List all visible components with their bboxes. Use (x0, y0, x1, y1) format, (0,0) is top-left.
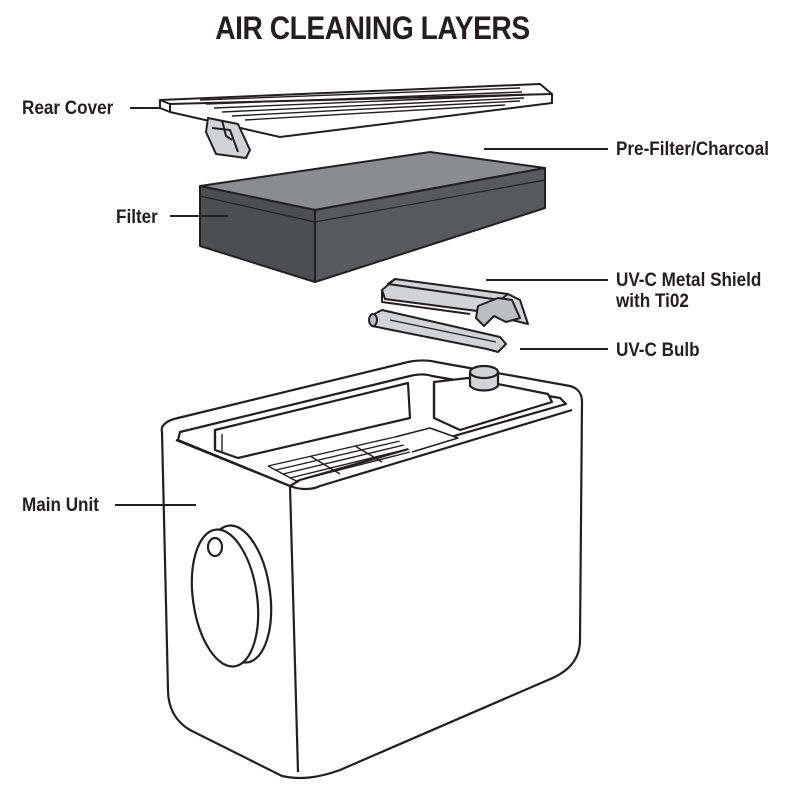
main-unit-part (160, 359, 584, 780)
rear-cover-part (159, 83, 553, 159)
label-main-unit: Main Unit (22, 495, 99, 516)
label-rear-cover: Rear Cover (22, 98, 114, 119)
label-uvc-shield-line2: with Ti02 (616, 291, 689, 312)
filter-part (199, 151, 546, 283)
leader-lines (115, 107, 608, 506)
label-uvc-shield-line1: UV-C Metal Shield (616, 270, 762, 291)
uvc-shield-part (381, 278, 529, 327)
label-uvc-bulb: UV-C Bulb (616, 340, 700, 361)
uvc-bulb-part (368, 309, 507, 353)
diagram-title: AIR CLEANING LAYERS (215, 10, 530, 46)
label-filter: Filter (116, 207, 158, 228)
label-pre-filter: Pre-Filter/Charcoal (616, 139, 769, 160)
